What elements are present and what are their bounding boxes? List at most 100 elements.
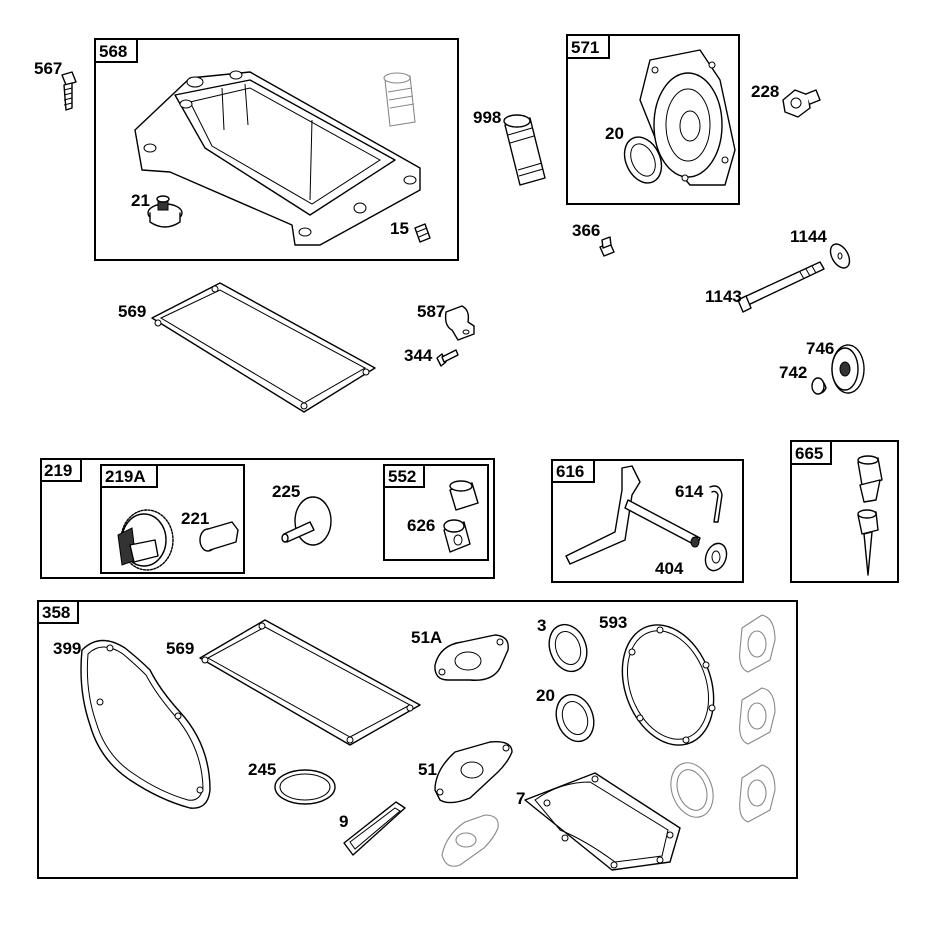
- label-587: 587: [417, 302, 445, 321]
- gasket-ghost-right-1: [739, 614, 776, 673]
- group-219A-tag: [100, 464, 158, 488]
- label-9: 9: [339, 812, 348, 831]
- bushing-626-part[interactable]: [443, 519, 471, 553]
- group-616-tag: [551, 459, 595, 483]
- label-569-upper: 569: [118, 302, 146, 321]
- governor-lever-part[interactable]: [565, 465, 701, 565]
- pipe-nipple-ghost-part: [383, 72, 416, 127]
- group-571-label: 571: [571, 38, 599, 57]
- gasket-ghost-right-column: [739, 614, 776, 823]
- bolt-1143-part[interactable]: [737, 261, 825, 313]
- label-567: 567: [34, 59, 62, 78]
- screw-344-part[interactable]: [436, 349, 459, 367]
- group-568: 568 21: [94, 38, 459, 261]
- seal-20-lower-part[interactable]: [550, 689, 600, 746]
- washer-1144-part[interactable]: [827, 241, 854, 272]
- seal-20-upper-part[interactable]: [617, 131, 668, 189]
- group-219A-frame: [100, 464, 245, 574]
- oil-pump-housing-part[interactable]: [639, 49, 736, 186]
- label-399: 399: [53, 639, 81, 658]
- pin-614-part[interactable]: [709, 485, 723, 523]
- label-7: 7: [516, 789, 525, 808]
- governor-gear-part[interactable]: [117, 509, 174, 571]
- group-552-tag: [383, 464, 425, 488]
- group-219A-label: 219A: [105, 467, 146, 486]
- group-358-frame: [37, 600, 798, 879]
- gear-746-part[interactable]: [831, 344, 865, 394]
- group-665-tag: [790, 440, 832, 465]
- group-616: 616 614 404: [551, 459, 744, 583]
- bolt-567-part[interactable]: [61, 71, 77, 111]
- group-358-label: 358: [42, 603, 70, 622]
- group-568-label: 568: [99, 42, 127, 61]
- label-742: 742: [779, 363, 807, 382]
- bushing-upper-part[interactable]: [449, 480, 479, 511]
- dipstick-part[interactable]: [857, 455, 883, 576]
- oring-245-part[interactable]: [274, 769, 336, 805]
- label-344: 344: [404, 346, 433, 365]
- shaft-225-part[interactable]: [281, 496, 332, 546]
- label-51A: 51A: [411, 628, 442, 647]
- label-51: 51: [418, 760, 437, 779]
- screw-15-part[interactable]: [414, 223, 431, 243]
- group-665-frame: [790, 440, 899, 583]
- gasket-ghost-right-3: [739, 764, 776, 823]
- group-665: 665: [790, 440, 899, 583]
- label-221: 221: [181, 509, 209, 528]
- label-20-upper: 20: [605, 124, 624, 143]
- label-746: 746: [806, 339, 834, 358]
- group-219: 219 219A 221 225 552: [40, 458, 495, 579]
- group-219-label: 219: [44, 461, 72, 480]
- seal-ghost-part: [670, 762, 714, 818]
- group-571-frame: [566, 34, 740, 205]
- label-593: 593: [599, 613, 627, 632]
- label-15: 15: [390, 219, 409, 238]
- group-568-tag: [94, 38, 138, 63]
- group-571: 571 20: [566, 34, 740, 205]
- part-228[interactable]: [782, 89, 821, 118]
- label-21: 21: [131, 191, 150, 210]
- label-614: 614: [675, 482, 704, 501]
- gasket-7-part[interactable]: [524, 772, 681, 871]
- gasket-399-part[interactable]: [80, 639, 211, 809]
- group-552-frame: [383, 464, 489, 561]
- group-219-frame: [40, 458, 495, 579]
- washer-404-part[interactable]: [702, 540, 730, 573]
- gasket-593-part[interactable]: [606, 612, 729, 758]
- label-1144: 1144: [790, 227, 827, 246]
- group-616-label: 616: [556, 462, 584, 481]
- gasket-9-part[interactable]: [343, 801, 406, 856]
- label-626: 626: [407, 516, 435, 535]
- label-245: 245: [248, 760, 276, 779]
- group-552-label: 552: [388, 467, 416, 486]
- group-219-tag: [40, 458, 82, 482]
- gasket-51A-part[interactable]: [434, 634, 509, 681]
- group-571-tag: [566, 34, 610, 59]
- group-665-label: 665: [795, 444, 823, 463]
- label-20-lower: 20: [536, 686, 555, 705]
- plug-21-part[interactable]: [147, 195, 183, 228]
- label-228: 228: [751, 82, 779, 101]
- seal-3-part[interactable]: [543, 619, 593, 676]
- crankcase-cover-part[interactable]: [134, 70, 421, 246]
- gasket-569-lower-part[interactable]: [199, 619, 421, 746]
- group-358: 358 399 569 245: [37, 600, 798, 879]
- clamp-587-part[interactable]: [444, 305, 475, 341]
- label-3: 3: [537, 616, 546, 635]
- gasket-ghost-lower-part: [441, 814, 499, 867]
- label-225: 225: [272, 482, 300, 501]
- pipe-nipple-998-part[interactable]: [503, 114, 546, 186]
- label-404: 404: [655, 559, 684, 578]
- group-358-tag: [37, 600, 79, 624]
- gasket-51-part[interactable]: [434, 741, 513, 804]
- screw-366-part[interactable]: [599, 236, 615, 257]
- label-366: 366: [572, 221, 600, 240]
- clip-742-part[interactable]: [811, 377, 827, 395]
- group-616-frame: [551, 459, 744, 583]
- gasket-ghost-right-2: [739, 687, 776, 745]
- group-568-frame: [94, 38, 459, 261]
- spool-221-part[interactable]: [199, 521, 239, 552]
- label-998: 998: [473, 108, 501, 127]
- gasket-569-upper-part[interactable]: [151, 282, 376, 413]
